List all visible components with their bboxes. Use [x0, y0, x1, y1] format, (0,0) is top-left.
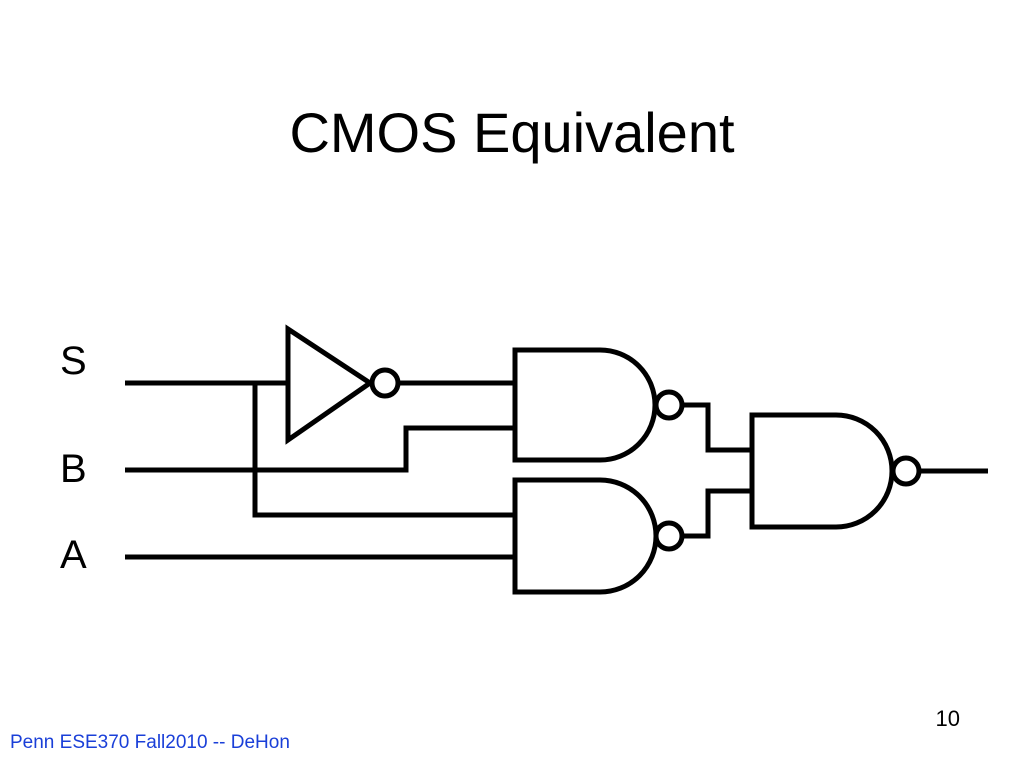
slide-title: CMOS Equivalent	[289, 101, 735, 164]
wire-s-branch	[252, 383, 515, 518]
inverter-gate	[285, 324, 375, 445]
nand-gate-upper	[512, 347, 658, 463]
footer-credit: Penn ESE370 Fall2010 -- DeHon	[10, 732, 290, 753]
nand-gate-lower	[512, 477, 659, 595]
nand-gate-output	[749, 412, 895, 530]
wire-nand-lower-out	[682, 488, 752, 539]
page-number: 10	[935, 706, 960, 731]
wire-nand-upper-out	[682, 402, 752, 453]
nand-upper-bubble	[653, 389, 685, 421]
nand-lower-bubble	[653, 520, 685, 552]
input-label-s: S	[60, 339, 87, 383]
input-label-b: B	[60, 447, 87, 491]
input-label-a: A	[60, 533, 87, 577]
nand-output-bubble	[890, 455, 922, 487]
inverter-bubble	[369, 367, 401, 399]
wire-b-input	[125, 425, 515, 473]
